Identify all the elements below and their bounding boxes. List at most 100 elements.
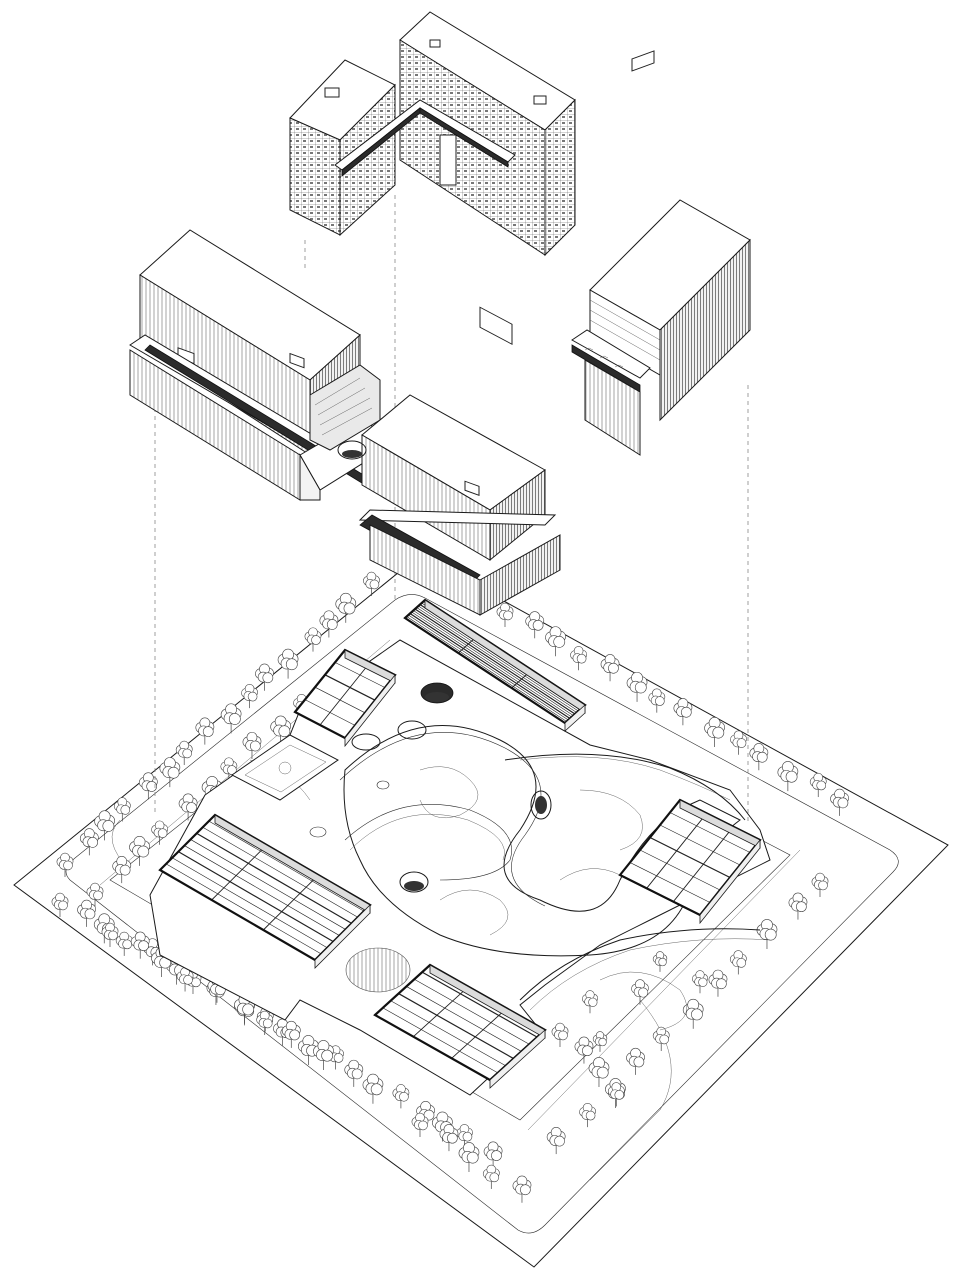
- striped-plaza: [345, 947, 411, 993]
- tree: [626, 1047, 645, 1075]
- tree: [77, 899, 96, 927]
- tree: [496, 602, 514, 627]
- courtyard-edge: [339, 732, 546, 907]
- tree: [79, 828, 99, 856]
- tree: [86, 882, 104, 907]
- tree: [51, 892, 69, 917]
- landscape-path: [439, 889, 509, 936]
- tree: [579, 1102, 596, 1128]
- tree: [277, 648, 299, 679]
- tree: [574, 1036, 594, 1064]
- tree: [242, 731, 262, 760]
- tree: [112, 856, 132, 884]
- bridge-opening: [342, 450, 362, 458]
- courtyard-void: [343, 724, 741, 957]
- tree: [335, 592, 357, 623]
- tree: [483, 1141, 503, 1169]
- tree: [756, 919, 778, 950]
- tree: [631, 979, 649, 1005]
- tree: [456, 1124, 473, 1149]
- court-center: [278, 761, 292, 775]
- floor-plan-wings: [158, 598, 762, 1089]
- skylight: [399, 871, 429, 893]
- podium: [149, 639, 771, 1096]
- plan-wing-west: [158, 813, 372, 969]
- tree: [113, 797, 131, 822]
- plan-wing-north: [403, 598, 587, 732]
- tree: [175, 740, 193, 765]
- tree: [195, 717, 215, 745]
- atrium-slot: [439, 134, 457, 186]
- tree: [729, 950, 747, 975]
- tree: [241, 683, 258, 709]
- bridge-opening: [337, 440, 367, 460]
- tree: [313, 1040, 334, 1071]
- tree: [525, 611, 545, 639]
- landscape-path: [599, 971, 687, 1031]
- skylight: [397, 720, 427, 740]
- tree: [319, 610, 339, 638]
- tree: [788, 892, 808, 920]
- mid-block-left: [129, 229, 402, 501]
- tree: [138, 772, 158, 800]
- skybridge-side: [419, 107, 509, 168]
- sidewalk-line: [589, 999, 672, 1181]
- tree: [777, 761, 799, 792]
- ramp-curve: [349, 814, 505, 861]
- landscape-path: [579, 789, 643, 851]
- tree: [811, 872, 829, 897]
- tree: [570, 646, 588, 671]
- tree: [592, 1031, 608, 1052]
- skylight: [376, 780, 390, 790]
- tree: [392, 1084, 410, 1109]
- tree: [682, 998, 704, 1029]
- rooftop-box: [429, 39, 441, 48]
- bridge-side: [299, 453, 321, 501]
- tree: [692, 970, 708, 994]
- tree: [809, 772, 827, 798]
- tree: [600, 654, 620, 682]
- tree: [281, 1020, 301, 1048]
- tree: [730, 730, 747, 755]
- skylight: [425, 692, 449, 702]
- floor-slab: [571, 329, 651, 379]
- skylight: [535, 796, 547, 814]
- tree: [708, 969, 728, 997]
- tree: [582, 990, 598, 1014]
- tree: [304, 627, 322, 652]
- landscape-path: [419, 766, 479, 819]
- tree: [512, 1175, 532, 1203]
- ramp-curve: [519, 928, 761, 1001]
- rooftop-box: [464, 480, 480, 497]
- lower-volume: [584, 359, 641, 456]
- tree: [652, 1026, 670, 1051]
- tree: [482, 1164, 500, 1189]
- tree: [220, 703, 242, 734]
- tree: [545, 626, 566, 657]
- rooftop-box: [324, 87, 340, 98]
- sports-court: [231, 734, 339, 801]
- mid-block-right: [571, 50, 751, 456]
- mid-block-center: [337, 394, 561, 616]
- rooftop-box: [533, 95, 547, 105]
- tree: [551, 1022, 569, 1047]
- tree: [56, 852, 74, 877]
- terrace-rails: [314, 377, 373, 436]
- tree: [648, 688, 666, 713]
- tree: [652, 951, 668, 972]
- tree: [178, 793, 198, 821]
- plan-wing-northwest: [293, 648, 397, 748]
- tree: [176, 967, 194, 992]
- tree: [626, 671, 648, 702]
- skylight: [404, 881, 424, 891]
- tree: [546, 1127, 566, 1155]
- landscape-path: [559, 868, 621, 881]
- tree: [101, 922, 119, 947]
- tree: [362, 1073, 384, 1104]
- tower-right-face: [339, 83, 396, 237]
- tree: [673, 698, 693, 726]
- tree: [159, 757, 181, 788]
- tree: [830, 788, 849, 816]
- ramp-curve: [519, 756, 731, 801]
- tree: [130, 931, 150, 959]
